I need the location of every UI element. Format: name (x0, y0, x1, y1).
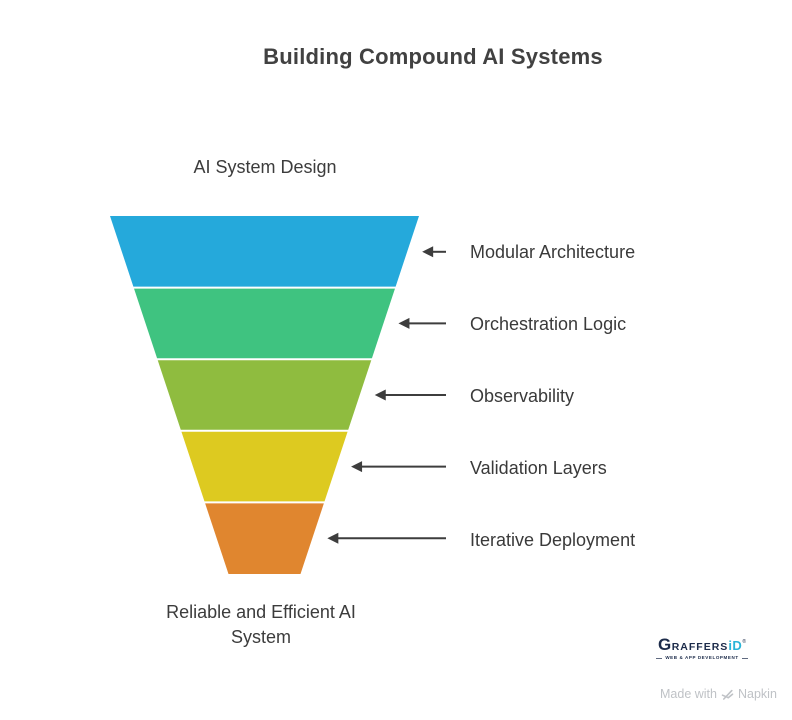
arrow-head-icon (351, 461, 363, 473)
funnel-stage-label: Observability (470, 386, 575, 406)
funnel-stage-label: Iterative Deployment (470, 530, 636, 550)
funnel-segment (134, 288, 395, 359)
funnel-segment (157, 360, 372, 430)
funnel-segment (205, 503, 324, 574)
funnel-stage-label: Orchestration Logic (470, 314, 627, 334)
arrow-head-icon (327, 532, 339, 544)
logo-letter-g: G (657, 635, 672, 654)
arrow-head-icon (422, 246, 434, 258)
funnel-stage-label: Modular Architecture (470, 242, 636, 262)
tagline-text: WEB & APP DEVELOPMENT (665, 655, 739, 660)
funnel-segment (110, 216, 419, 287)
arrow-head-icon (374, 389, 386, 401)
funnel-stage-label: Validation Layers (470, 458, 607, 478)
page-title: Building Compound AI Systems (263, 44, 603, 69)
logo-tagline: WEB & APP DEVELOPMENT (656, 655, 748, 661)
arrow-head-icon (398, 317, 410, 329)
napkin-icon (721, 689, 734, 700)
tagline-rule-right (741, 657, 748, 659)
watermark-brand: Napkin (737, 687, 777, 701)
watermark-prefix: Made with (660, 687, 717, 701)
funnel-input-label: AI System Design (193, 157, 337, 177)
funnel-segment (181, 431, 348, 502)
funnel-output-label: Reliable and Efficient AI System (166, 602, 356, 647)
registered-mark: ® (742, 639, 746, 645)
logo-name-rest: RAFFERS (671, 641, 729, 653)
tagline-rule-left (656, 657, 663, 659)
made-with-napkin-watermark: Made with Napkin (660, 687, 777, 701)
logo-suffix-id: iD (728, 638, 743, 653)
